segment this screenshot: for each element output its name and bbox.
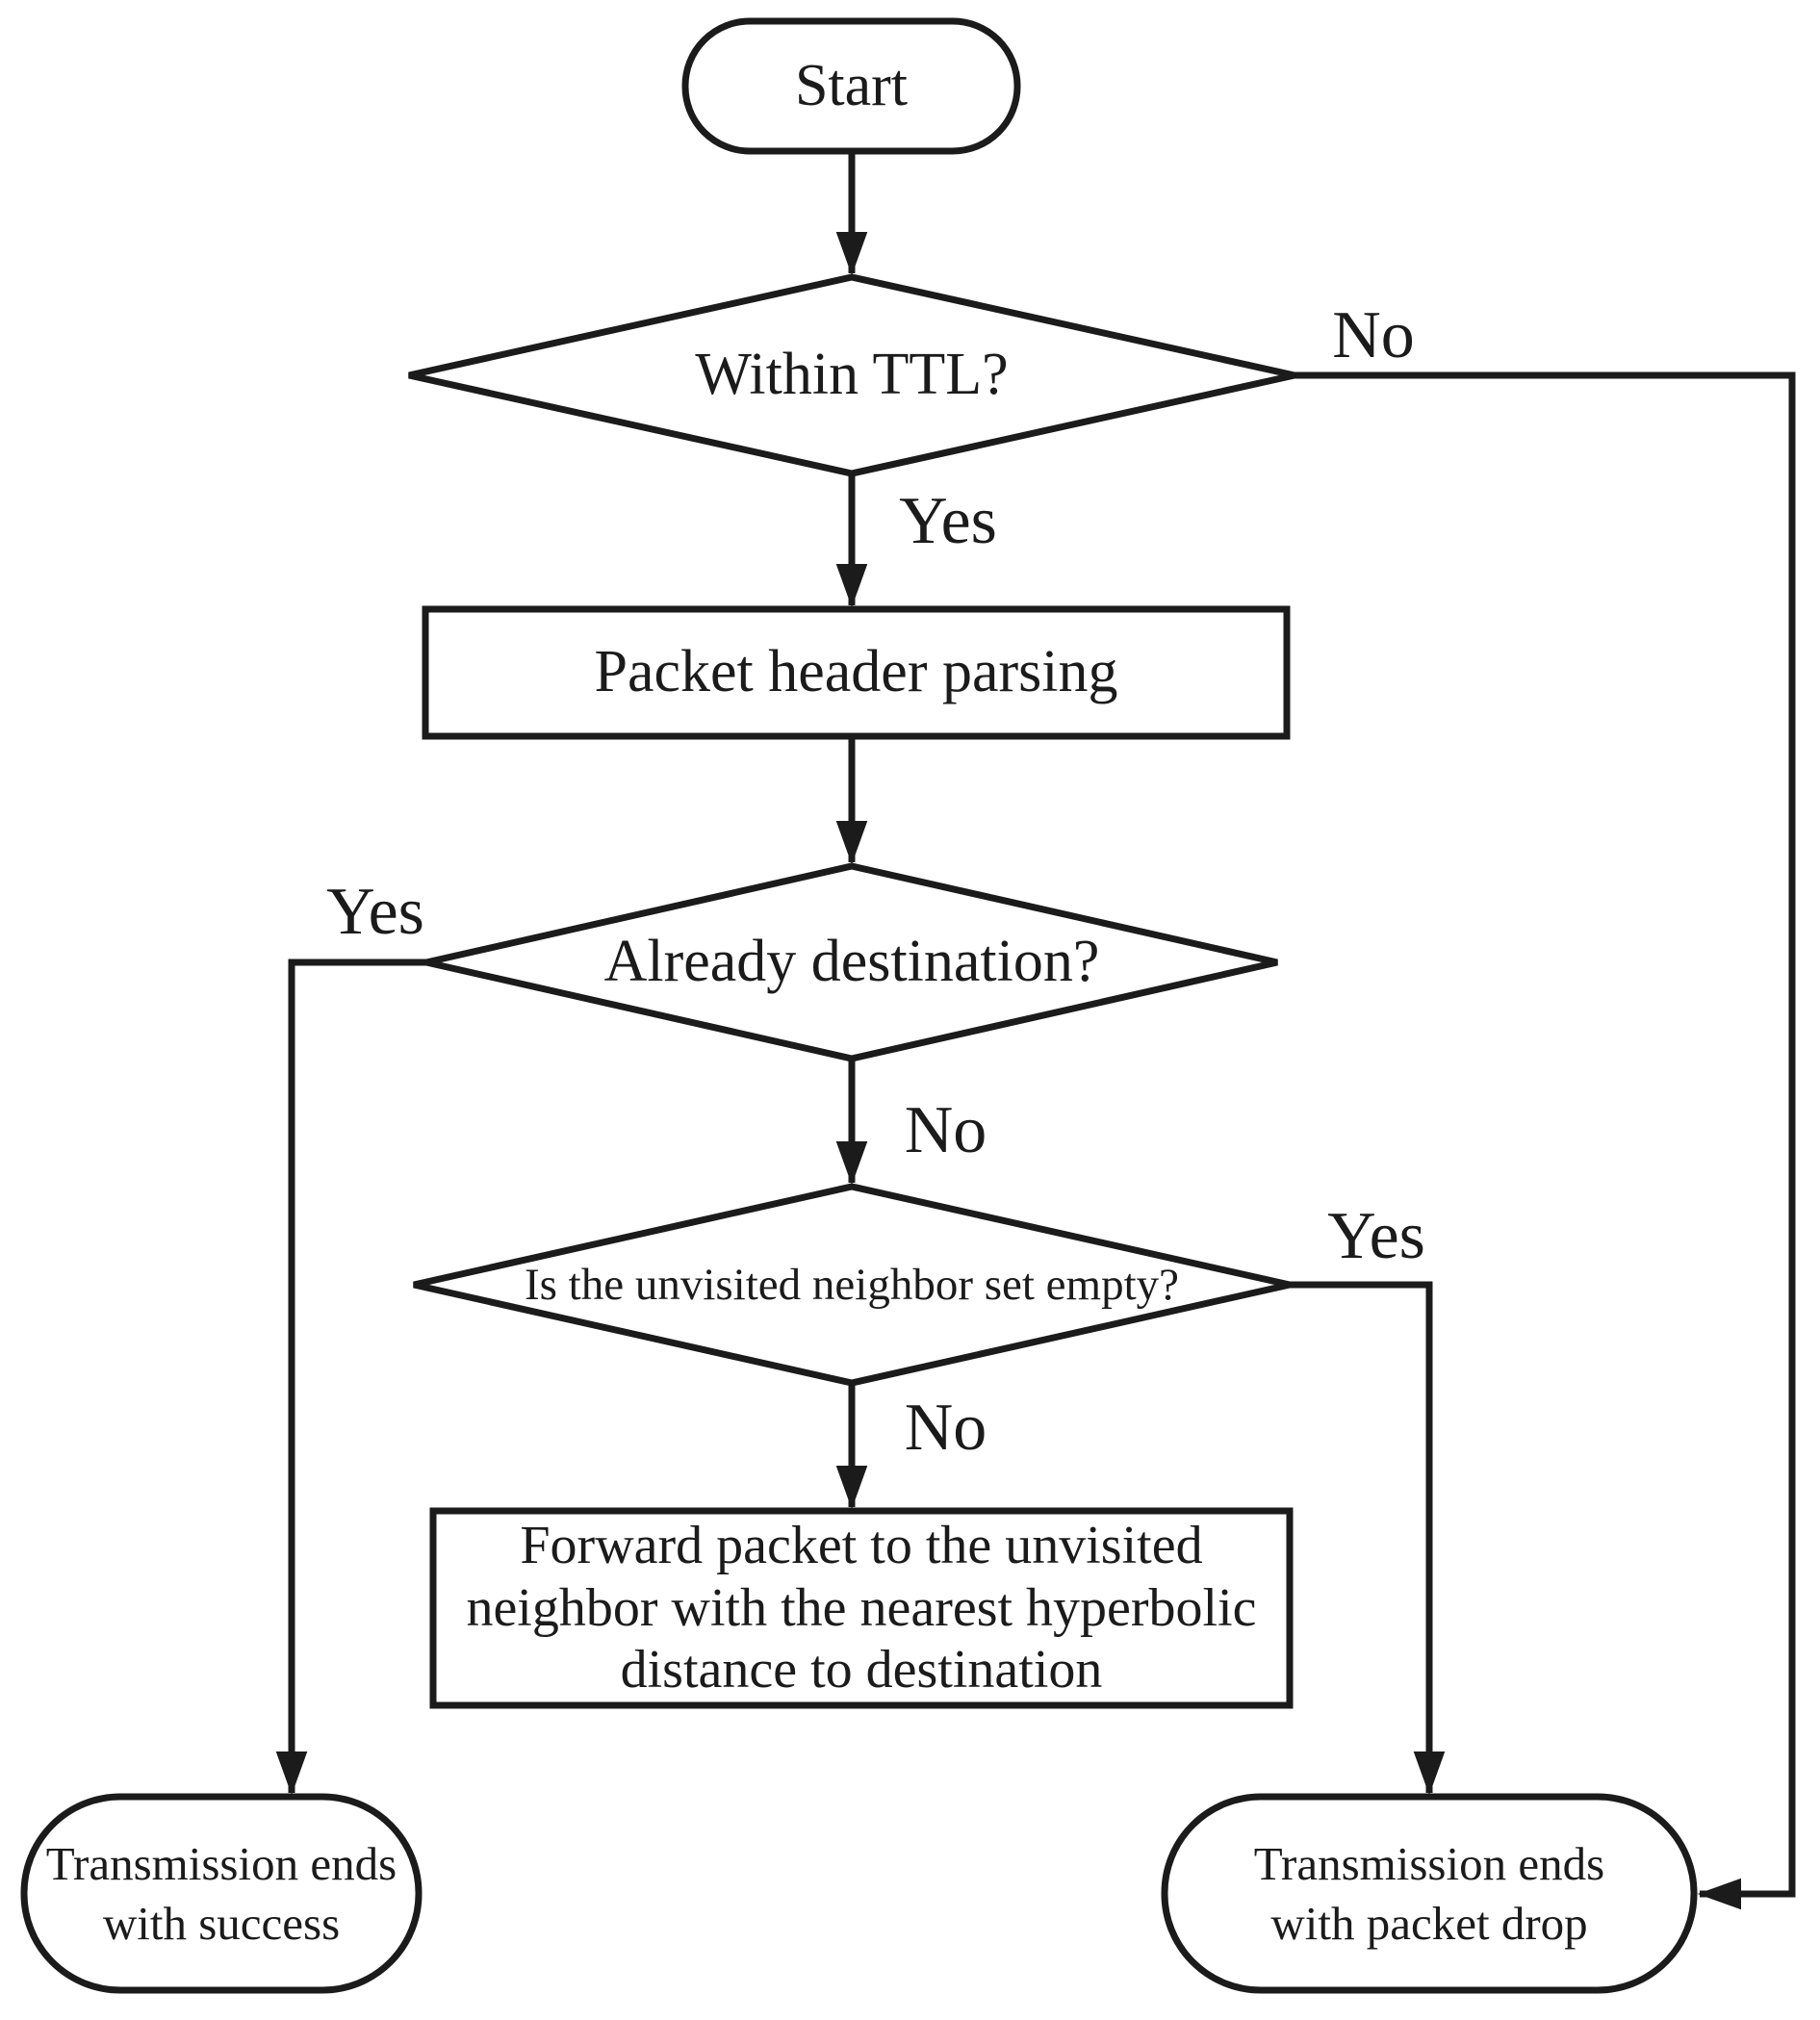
process-forward-line3: distance to destination [620, 1640, 1103, 1700]
decision-ttl-shape [408, 273, 1295, 477]
edge-label-neighbor-no: No [904, 1391, 987, 1466]
terminal-success-line1: Transmission ends [45, 1836, 397, 1890]
edge-label-neighbor-yes: Yes [1327, 1198, 1425, 1273]
terminal-drop-label: Transmission ends with packet drop [1165, 1797, 1694, 1990]
decision-ttl-label: Within TTL? [695, 342, 1009, 408]
edge-ttl-no [1295, 371, 1796, 1910]
terminal-success-label: Transmission ends with success [24, 1797, 419, 1990]
terminal-success-line2: with success [102, 1896, 341, 1950]
process-forward-label: Forward packet to the unvisited neighbor… [433, 1511, 1290, 1705]
terminal-success-shape [20, 1793, 423, 1994]
edge-neighbor-yes [1290, 1281, 1446, 1796]
edge-label-destination-no: No [904, 1092, 987, 1167]
process-parse-label: Packet header parsing [594, 639, 1118, 705]
edge-label-ttl-yes: Yes [899, 484, 997, 559]
terminal-drop-shape [1161, 1793, 1698, 1994]
process-forward-line2: neighbor with the nearest hyperbolic [466, 1577, 1257, 1638]
process-forward-line1: Forward packet to the unvisited [520, 1516, 1203, 1576]
edge-label-ttl-no: No [1332, 297, 1415, 372]
start-label: Start [794, 52, 909, 118]
start-terminal-shape [681, 17, 1021, 155]
edge-label-destination-yes: Yes [326, 874, 424, 949]
decision-destination-label: Already destination? [603, 929, 1100, 995]
edge-destination-yes [275, 959, 426, 1796]
decision-neighbor-empty-label: Is the unvisited neighbor set empty? [524, 1259, 1180, 1310]
terminal-drop-line2: with packet drop [1270, 1896, 1588, 1950]
decision-destination-shape [425, 862, 1278, 1062]
decision-neighbor-empty-shape [413, 1183, 1291, 1387]
terminal-drop-line1: Transmission ends [1253, 1836, 1605, 1890]
process-forward-shape [429, 1507, 1294, 1709]
process-parse-shape [422, 605, 1291, 740]
